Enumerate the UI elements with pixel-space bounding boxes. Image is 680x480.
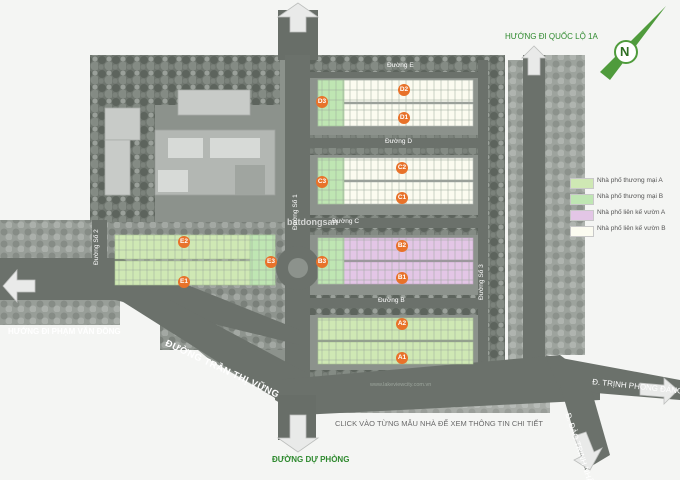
street-label-e: Đường E: [387, 62, 414, 69]
road-label-south: ĐƯỜNG DỰ PHÒNG: [272, 455, 350, 464]
building-center-c: [158, 170, 188, 192]
building-center-b: [210, 138, 260, 158]
legend-swatch: [570, 178, 594, 189]
arrow-east-right: [639, 377, 679, 405]
block-badge-e3[interactable]: E3: [265, 256, 277, 268]
road-street-so3: [478, 60, 488, 380]
roundabout-island: [288, 258, 308, 278]
arrow-south-down: [276, 414, 320, 453]
tree-strip-west: [0, 220, 95, 265]
tree-strip-far-east: [545, 55, 585, 355]
legend-item-tmA: Nhà phố thương mại A: [570, 177, 670, 189]
legend-label: Nhà phố thương mại B: [597, 193, 664, 200]
building-top: [177, 89, 251, 116]
road-street-c: [285, 218, 485, 228]
block-badge-c1[interactable]: C1: [396, 192, 408, 204]
compass-icon: [600, 6, 666, 80]
street-label-c: Đường C: [332, 218, 360, 225]
road-street-d: [310, 138, 485, 148]
direction-label-highway: HƯỚNG ĐI QUỐC LỘ 1A: [505, 32, 598, 41]
click-instruction: CLICK VÀO TỪNG MẪU NHÀ ĐỂ XEM THÔNG TIN …: [335, 419, 543, 428]
block-badge-e2[interactable]: E2: [178, 236, 190, 248]
street-label-so2: Đường Số 2: [93, 229, 100, 265]
street-label-b: Đường B: [378, 297, 405, 304]
legend-label: Nhà phố liên kế vườn B: [597, 225, 666, 232]
tree-belt-top: [310, 55, 505, 77]
block-d[interactable]: [317, 79, 474, 127]
legend-label: Nhà phố thương mại A: [597, 177, 663, 184]
road-tran-thi-vung: [120, 300, 305, 398]
block-c[interactable]: [317, 157, 474, 205]
road-east-vertical: [523, 55, 545, 385]
block-badge-d3[interactable]: D3: [316, 96, 328, 108]
building-left-1: [104, 107, 141, 141]
block-a[interactable]: [317, 317, 474, 365]
arrow-north-up: [276, 2, 320, 33]
block-badge-b2[interactable]: B2: [396, 240, 408, 252]
block-badge-c3[interactable]: C3: [316, 176, 328, 188]
block-badge-a2[interactable]: A2: [396, 318, 408, 330]
street-label-so3: Đường Số 3: [478, 264, 485, 300]
road-dao-trinh-nhat: [560, 385, 610, 470]
block-badge-b3[interactable]: B3: [316, 256, 328, 268]
building-left-2: [104, 139, 131, 196]
building-center-a: [168, 138, 203, 158]
block-badge-b1[interactable]: B1: [396, 272, 408, 284]
tree-strip-east-inner: [508, 60, 523, 360]
direction-label-west: HƯỚNG ĐI PHẠM VĂN ĐỒNG: [8, 327, 121, 336]
legend-swatch: [570, 194, 594, 205]
road-street-b: [310, 298, 485, 308]
legend-item-tmB: Nhà phố thương mại B: [570, 193, 670, 205]
legend-swatch: [570, 226, 594, 237]
block-badge-d1[interactable]: D1: [398, 112, 410, 124]
road-south-band: [275, 355, 600, 415]
legend-swatch: [570, 210, 594, 221]
legend-item-lkvA: Nhà phố liên kế vườn A: [570, 209, 670, 221]
watermark: batdongsan: [287, 217, 338, 227]
block-badge-c2[interactable]: C2: [396, 162, 408, 174]
site-url: www.lakeviewcity.com.vn: [370, 382, 432, 388]
legend-label: Nhà phố liên kế vườn A: [597, 209, 666, 216]
block-b[interactable]: [317, 237, 474, 285]
compass-north-label: N: [620, 44, 630, 59]
arrow-north-highway: [521, 45, 547, 76]
street-label-d: Đường D: [385, 138, 413, 145]
road-street-e: [310, 72, 485, 78]
tree-strip-west-low: [0, 300, 120, 325]
arrow-west-left: [2, 268, 36, 304]
block-badge-a1[interactable]: A1: [396, 352, 408, 364]
arrow-southeast: [573, 431, 603, 471]
block-badge-d2[interactable]: D2: [398, 84, 410, 96]
block-badge-e1[interactable]: E1: [178, 276, 190, 288]
building-center-d: [235, 165, 265, 195]
legend-item-lkvB: Nhà phố liên kế vườn B: [570, 225, 670, 237]
